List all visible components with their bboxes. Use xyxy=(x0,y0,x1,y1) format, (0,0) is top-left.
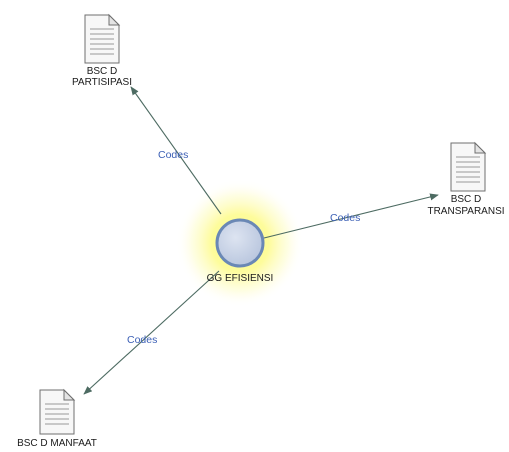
document-label-line1: BSC D MANFAAT xyxy=(17,438,97,449)
center-node-label: GG EFISIENSI xyxy=(207,273,274,284)
document-icon xyxy=(450,141,487,192)
document-node-transparansi[interactable]: BSC D TRANSPARANSI xyxy=(427,141,505,217)
document-icon xyxy=(39,388,76,435)
document-icon xyxy=(84,13,121,64)
edge-label-codes-1: Codes xyxy=(158,149,188,161)
edge-to-manfaat[interactable]: Codes xyxy=(83,270,220,395)
node-circle-icon xyxy=(215,218,265,268)
edge-to-transparansi[interactable]: Codes xyxy=(263,193,439,239)
document-node-partisipasi[interactable]: BSC D PARTISIPASI xyxy=(72,13,132,88)
document-label-line2: PARTISIPASI xyxy=(72,77,132,88)
document-label-line2: TRANSPARANSI xyxy=(427,206,504,217)
edge-to-partisipasi[interactable]: Codes xyxy=(130,86,222,215)
edge-label-codes-3: Codes xyxy=(127,334,157,346)
center-node-gg-efisiensi[interactable]: GG EFISIENSI xyxy=(207,218,274,284)
document-node-manfaat[interactable]: BSC D MANFAAT xyxy=(17,388,97,449)
edge-label-codes-2: Codes xyxy=(330,212,360,224)
document-label-line1: BSC D xyxy=(87,66,118,77)
document-label-line1: BSC D xyxy=(451,194,482,205)
